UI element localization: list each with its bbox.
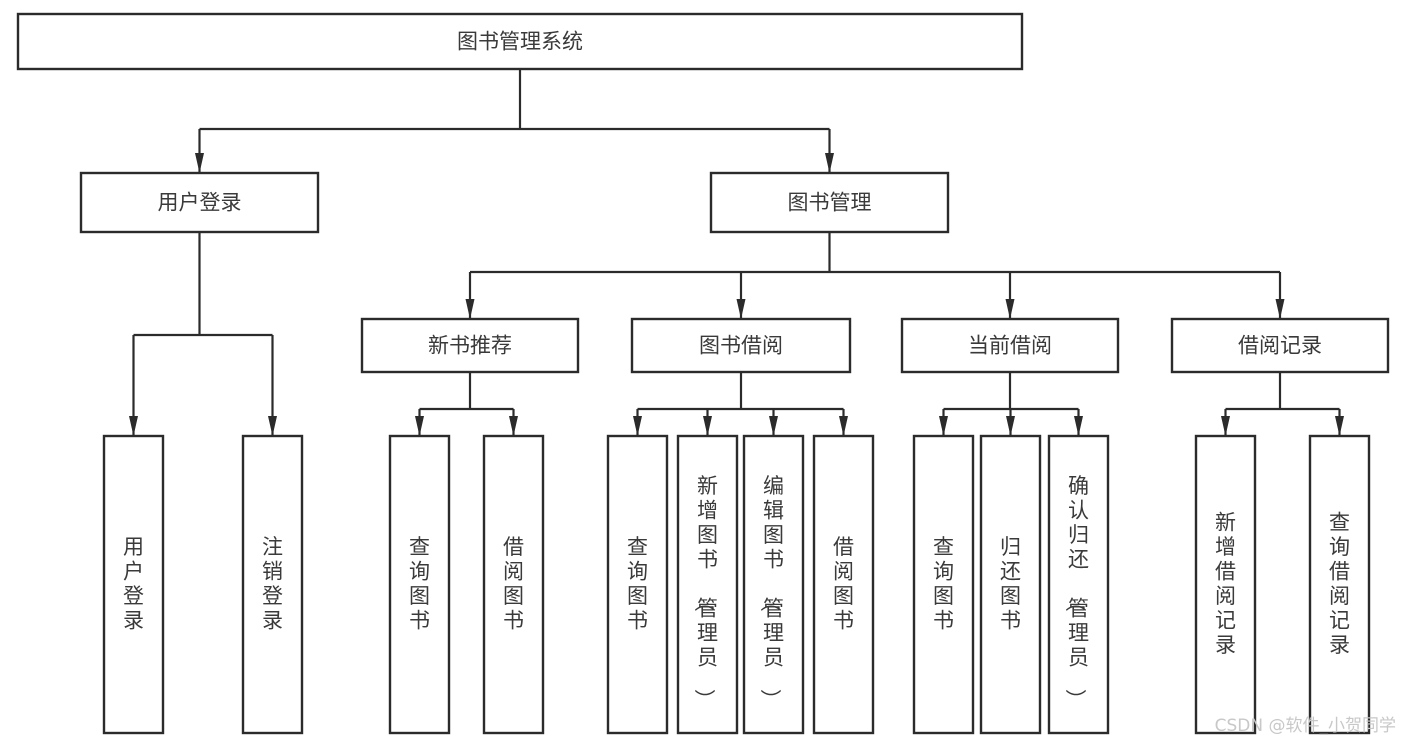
node-box-leaf-return-book — [979, 434, 1042, 735]
node-label-borrow-record: 借阅记录 — [1238, 334, 1322, 358]
node-label-leaf-query-book-2: 查询图书 — [627, 535, 648, 633]
node-leaf-query-book-3[interactable]: 查询图书 — [912, 434, 975, 735]
arrow-head-leaf-add-record — [1221, 416, 1230, 436]
node-leaf-query-book-1[interactable]: 查询图书 — [388, 434, 451, 735]
node-leaf-return-book[interactable]: 归还图书 — [979, 434, 1042, 735]
node-label-leaf-query-book-1: 查询图书 — [409, 535, 430, 633]
node-box-leaf-borrow-book-1 — [482, 434, 545, 735]
node-box-borrow-record — [1170, 317, 1390, 374]
node-new-book-recommend[interactable]: 新书推荐 — [360, 317, 580, 374]
node-label-root: 图书管理系统 — [457, 30, 583, 54]
node-box-leaf-edit-book — [742, 434, 805, 735]
arrow-head-leaf-query-book-3 — [939, 416, 948, 436]
arrow-head-book-manage — [825, 153, 834, 173]
arrow-head-leaf-query-book-1 — [415, 416, 424, 436]
csdn-watermark: CSDN @软件_小贺同学 — [1215, 716, 1396, 736]
node-root[interactable]: 图书管理系统 — [16, 12, 1024, 71]
node-box-leaf-query-book-3 — [912, 434, 975, 735]
node-label-user-login: 用户登录 — [158, 191, 242, 215]
arrow-head-leaf-query-record — [1335, 416, 1344, 436]
node-label-leaf-query-record: 查询借阅记录 — [1329, 511, 1350, 658]
node-box-book-borrow — [630, 317, 852, 374]
node-box-root — [16, 12, 1024, 71]
node-leaf-borrow-book-2[interactable]: 借阅图书 — [812, 434, 875, 735]
arrow-head-leaf-return-book — [1006, 416, 1015, 436]
node-box-leaf-query-record — [1308, 434, 1371, 735]
node-user-login[interactable]: 用户登录 — [79, 171, 320, 234]
node-leaf-add-record[interactable]: 新增借阅记录 — [1194, 434, 1257, 735]
node-current-borrow[interactable]: 当前借阅 — [900, 317, 1120, 374]
arrow-head-leaf-logout — [268, 416, 277, 436]
arrow-head-book-borrow — [736, 299, 746, 319]
arrow-head-user-login — [195, 153, 204, 173]
node-box-leaf-add-record — [1194, 434, 1257, 735]
connector-layer — [129, 69, 1344, 436]
node-label-leaf-return-book: 归还图书 — [1000, 535, 1021, 633]
arrow-head-leaf-add-book — [703, 416, 712, 436]
node-leaf-add-book[interactable]: 新增图书（管理员） — [676, 434, 739, 735]
node-box-current-borrow — [900, 317, 1120, 374]
node-label-leaf-borrow-book-2: 借阅图书 — [833, 535, 854, 633]
arrow-head-leaf-confirm-return — [1074, 416, 1083, 436]
node-box-leaf-user-login — [102, 434, 165, 735]
node-label-leaf-borrow-book-1: 借阅图书 — [503, 535, 524, 633]
arrow-head-leaf-user-login — [129, 416, 138, 436]
node-leaf-confirm-return[interactable]: 确认归还（管理员） — [1047, 434, 1110, 735]
node-label-current-borrow: 当前借阅 — [968, 334, 1052, 358]
arrow-head-leaf-borrow-book-2 — [839, 416, 848, 436]
node-label-book-manage: 图书管理 — [788, 191, 872, 215]
node-box-book-manage — [709, 171, 950, 234]
node-leaf-query-book-2[interactable]: 查询图书 — [606, 434, 669, 735]
node-book-borrow[interactable]: 图书借阅 — [630, 317, 852, 374]
arrow-head-leaf-query-book-2 — [633, 416, 642, 436]
node-label-book-borrow: 图书借阅 — [699, 334, 783, 358]
node-box-user-login — [79, 171, 320, 234]
node-box-leaf-add-book — [676, 434, 739, 735]
node-leaf-edit-book[interactable]: 编辑图书（管理员） — [742, 434, 805, 735]
arrow-head-borrow-record — [1275, 299, 1285, 319]
node-label-leaf-add-book: 新增图书（管理员） — [692, 474, 718, 710]
node-label-leaf-query-book-3: 查询图书 — [933, 535, 954, 633]
node-label-new-book-recommend: 新书推荐 — [428, 334, 512, 358]
node-box-new-book-recommend — [360, 317, 580, 374]
node-leaf-logout[interactable]: 注销登录 — [241, 434, 304, 735]
node-book-manage[interactable]: 图书管理 — [709, 171, 950, 234]
arrow-head-current-borrow — [1005, 299, 1015, 319]
node-box-leaf-query-book-2 — [606, 434, 669, 735]
node-box-leaf-logout — [241, 434, 304, 735]
node-label-leaf-edit-book: 编辑图书（管理员） — [758, 474, 784, 710]
node-label-leaf-add-record: 新增借阅记录 — [1215, 511, 1236, 658]
arrow-head-leaf-edit-book — [769, 416, 778, 436]
node-box-leaf-borrow-book-2 — [812, 434, 875, 735]
node-leaf-borrow-book-1[interactable]: 借阅图书 — [482, 434, 545, 735]
node-label-leaf-confirm-return: 确认归还（管理员） — [1063, 474, 1089, 710]
node-leaf-user-login[interactable]: 用户登录 — [102, 434, 165, 735]
node-box-leaf-confirm-return — [1047, 434, 1110, 735]
node-leaf-query-record[interactable]: 查询借阅记录 — [1308, 434, 1371, 735]
node-borrow-record[interactable]: 借阅记录 — [1170, 317, 1390, 374]
arrow-head-new-book-recommend — [465, 299, 475, 319]
node-label-leaf-user-login: 用户登录 — [123, 535, 144, 633]
node-layer: 图书管理系统用户登录图书管理新书推荐图书借阅当前借阅借阅记录用户登录注销登录查询… — [16, 12, 1390, 735]
node-label-leaf-logout: 注销登录 — [262, 535, 283, 633]
arrow-head-leaf-borrow-book-1 — [509, 416, 518, 436]
node-box-leaf-query-book-1 — [388, 434, 451, 735]
